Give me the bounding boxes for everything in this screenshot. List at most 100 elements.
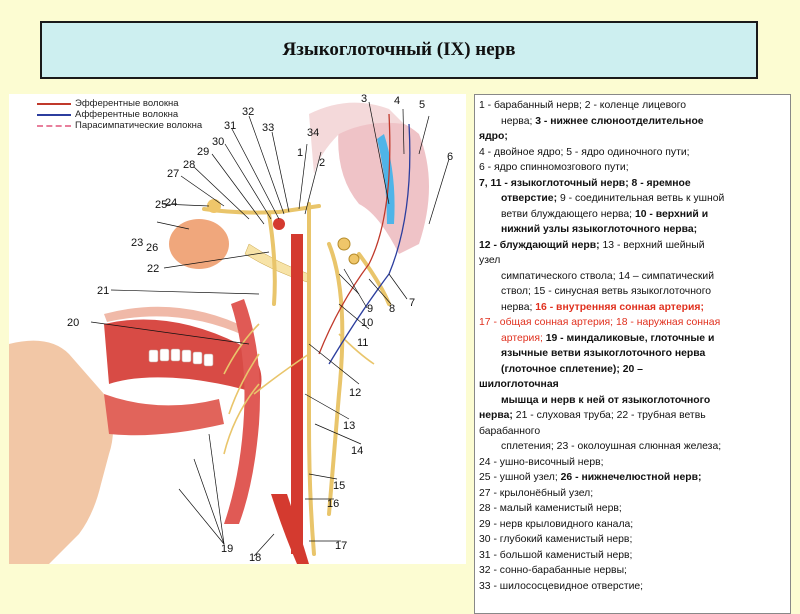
figure-number: 2 [319, 157, 325, 169]
figure-number: 32 [242, 106, 254, 118]
figure-number: 26 [146, 242, 158, 254]
legend-text: 31 - большой каменистый нерв; [479, 549, 633, 561]
figure-number: 21 [97, 285, 109, 297]
legend-text: барабанного [479, 425, 541, 437]
legend-text: симпатического ствола; 14 – симпатически… [501, 270, 714, 282]
legend-text: отверстие; [501, 193, 558, 204]
figure-number: 13 [343, 420, 355, 432]
inferior-ganglion [348, 253, 360, 265]
legend-text: 6 - ядро спинномозгового пути; [479, 162, 629, 173]
pterygopalatine-ganglion [207, 199, 221, 213]
legend-parasympathetic: Парасимпатические волокна [37, 120, 202, 131]
legend-entry: 30 - глубокий каменистый нерв; [479, 532, 786, 548]
legend-text: 12 - блуждающий нерв; [479, 239, 600, 251]
legend-afferent: Афферентные волокна [37, 109, 202, 120]
anatomy-figure: 32 31 33 30 29 28 27 25 24 23 22 21 20 3… [9, 94, 466, 564]
legend-entry: 25 - ушной узел; 26 - нижнечелюстной нер… [479, 470, 786, 486]
legend-text-panel: 1 - барабанный нерв; 2 - коленце лицевог… [474, 94, 791, 614]
legend-text: ядро; [479, 131, 508, 142]
legend-text: 28 - малый каменистый нерв; [479, 503, 622, 514]
legend-entry: 17 - общая сонная артерия; 18 - наружная… [479, 315, 786, 346]
leader-lines [90, 101, 450, 557]
legend-entry: 29 - нерв крыловидного канала; [479, 517, 786, 533]
legend-text: 1 - барабанный нерв; 2 - коленце лицевог… [479, 100, 687, 111]
figure-number: 16 [327, 498, 339, 510]
figure-number: 19 [221, 543, 233, 555]
legend-text: нерва; [501, 301, 536, 313]
parasympathetic-swatch [37, 124, 71, 127]
legend-text: 30 - глубокий каменистый нерв; [479, 534, 633, 545]
afferent-fiber [328, 123, 411, 365]
figure-number: 17 [335, 540, 347, 552]
legend-text: 7, 11 - языкоглоточный нерв; 8 - яремное [479, 177, 691, 189]
legend-text: ветви блуждающего нерва; [501, 208, 635, 220]
legend-entry: 24 - ушно-височный нерв; [479, 455, 786, 471]
legend-text: 3 - нижнее слюноотделительное [535, 115, 704, 127]
palate-shape [104, 306, 249, 336]
figure-number: 9 [367, 303, 373, 315]
efferent-fiber [318, 113, 391, 355]
figure-number: 18 [249, 552, 261, 564]
figure-number: 33 [262, 122, 274, 134]
legend-entry: 4 - двойное ядро; 5 - ядро одиночного пу… [479, 145, 786, 161]
brainstem [338, 116, 429, 254]
figure-number: 11 [357, 337, 368, 349]
figure-number: 5 [419, 99, 425, 111]
legend-entry: 1 - барабанный нерв; 2 - коленце лицевог… [479, 98, 786, 145]
legend-text: 24 - ушно-височный нерв; [479, 456, 604, 468]
figure-number: 34 [307, 127, 319, 139]
lower-jaw [104, 394, 224, 436]
legend-text: нижний узлы языкоглоточного нерва; [501, 224, 698, 235]
legend-entry: 12 - блуждающий нерв; 13 - верхний шейны… [479, 238, 786, 316]
title-box: Языкоглоточный (IX) нерв [40, 21, 758, 79]
legend-text: 32 - сонно-барабанные нервы; [479, 565, 627, 576]
figure-number: 8 [389, 303, 395, 315]
legend-entry: 6 - ядро спинномозгового пути; [479, 160, 786, 176]
legend-afferent-label: Афферентные волокна [75, 109, 179, 120]
legend-efferent-label: Эфферентные волокна [75, 98, 179, 109]
efferent-swatch [37, 102, 71, 105]
legend-text: 33 - шилососцевидное отверстие; [479, 580, 644, 592]
legend-text: нерва; [479, 410, 513, 421]
figure-number: 20 [67, 317, 79, 329]
legend-text: 25 - ушной узел; [479, 472, 561, 483]
afferent-swatch [37, 113, 71, 116]
legend-entry: 32 - сонно-барабанные нервы; [479, 563, 786, 579]
figure-number: 29 [197, 146, 209, 158]
anatomy-illustration: 32 31 33 30 29 28 27 25 24 23 22 21 20 3… [9, 94, 453, 564]
legend-text: 13 - верхний шейный [599, 239, 705, 251]
upper-teeth [148, 348, 214, 367]
carotid-bulb [271, 494, 309, 564]
figure-number: 10 [361, 317, 373, 329]
legend-text: шилоглоточная [479, 379, 559, 390]
figure-number: 15 [333, 480, 345, 492]
legend-text: 26 - нижнечелюстной нерв; [560, 472, 702, 483]
figure-number: 28 [183, 159, 195, 171]
legend-text: 16 - внутренняя сонная артерия; [535, 301, 704, 313]
legend-parasympathetic-label: Парасимпатические волокна [75, 120, 203, 131]
figure-numbers: 32 31 33 30 29 28 27 25 24 23 22 21 20 3… [67, 94, 453, 564]
legend-entry: 28 - малый каменистый нерв; [479, 501, 786, 517]
legend-text: сплетения; 23 - околоушная слюнная желез… [501, 441, 722, 452]
face-silhouette [9, 340, 113, 564]
figure-number: 24 [165, 197, 177, 209]
legend-entry: 27 - крылонёбный узел; [479, 486, 786, 502]
pharynx-muscle [224, 299, 260, 524]
legend-text: узел [479, 255, 501, 266]
figure-number: 7 [409, 297, 415, 309]
nerve-branches [223, 323, 375, 455]
figure-number: 12 [349, 387, 361, 399]
legend-text: артерия; [501, 332, 546, 344]
otic-ganglion [273, 218, 285, 230]
legend-entry: 7, 11 - языкоглоточный нерв; 8 - яремное… [479, 176, 786, 238]
slide-title: Языкоглоточный (IX) нерв [282, 39, 516, 60]
legend-text: 29 - нерв крыловидного канала; [479, 518, 634, 530]
legend-text: 27 - крылонёбный узел; [479, 487, 594, 499]
figure-number: 31 [224, 120, 236, 132]
legend-text: язычные ветви языкоглоточного нерва [501, 348, 706, 359]
figure-number: 1 [297, 147, 303, 159]
legend-text: 17 - общая сонная артерия; 18 - наружная… [479, 317, 721, 328]
fiber-legend: Эфферентные волокна Афферентные волокна … [37, 98, 202, 131]
parotid-gland [169, 219, 229, 269]
legend-text: нерва; [501, 115, 536, 127]
